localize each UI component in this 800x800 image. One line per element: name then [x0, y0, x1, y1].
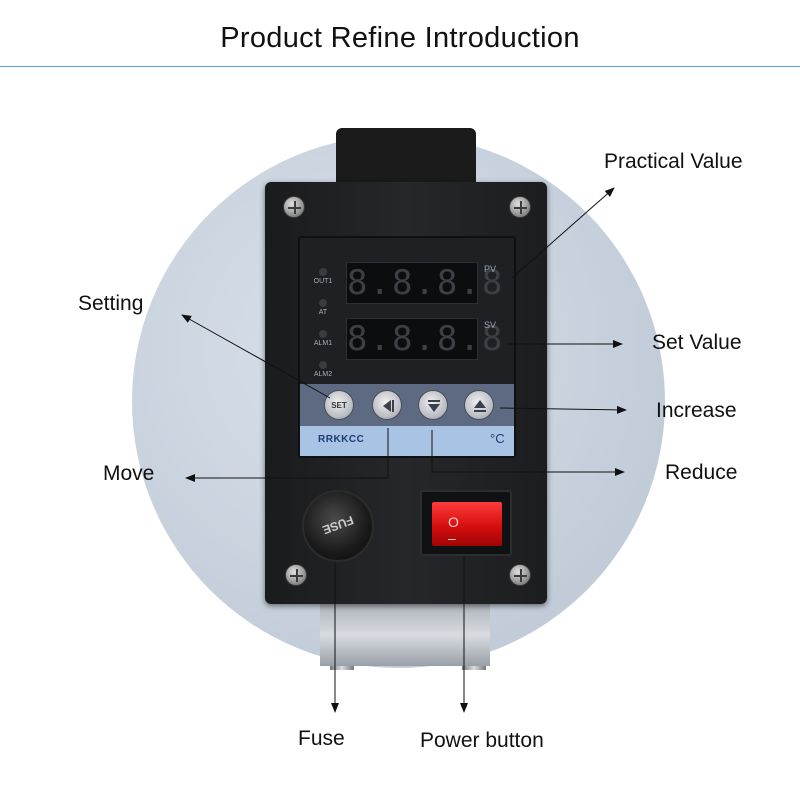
screw-top-left-icon: [283, 196, 305, 218]
screw-top-right-icon: [509, 196, 531, 218]
pv-display: 8.8.8.8: [346, 262, 505, 304]
label-set-value: Set Value: [652, 331, 742, 354]
temperature-controller: OUT1 AT ALM1 ALM2 8.8.8.8 PV 8.8.8.8 SV …: [298, 236, 516, 458]
brand-strip: RRKKCC °C: [300, 426, 514, 456]
power-switch[interactable]: O –: [420, 490, 512, 556]
indicator-led: [319, 361, 327, 369]
arrow-down-icon: [428, 400, 440, 412]
indicator-label: AT: [318, 309, 328, 316]
on-off-icon: O –: [448, 514, 473, 546]
unit-label: °C: [490, 431, 505, 446]
indicator-column: OUT1 AT ALM1 ALM2: [310, 268, 336, 392]
indicator-label: ALM2: [313, 371, 333, 378]
fuse-holder[interactable]: FUSE: [302, 490, 374, 562]
fuse-cap-text: FUSE: [320, 512, 356, 538]
label-increase: Increase: [656, 399, 737, 422]
screw-bottom-right-icon: [509, 564, 531, 586]
sv-tag: SV: [484, 320, 497, 330]
label-setting: Setting: [78, 292, 144, 315]
title-divider: [0, 66, 800, 67]
mounting-strap: [336, 128, 476, 188]
metal-stand: [320, 604, 490, 666]
pv-tag: PV: [484, 264, 497, 274]
set-button[interactable]: SET: [324, 390, 354, 420]
arrow-up-icon: [474, 400, 486, 412]
brand-label: RRKKCC: [318, 434, 365, 445]
label-reduce: Reduce: [665, 461, 738, 484]
indicator-led: [319, 268, 327, 276]
indicator-led: [319, 299, 327, 307]
rocker-switch[interactable]: O –: [432, 502, 502, 546]
key-panel: SET: [300, 384, 514, 426]
reduce-button[interactable]: [418, 390, 448, 420]
increase-button[interactable]: [464, 390, 494, 420]
indicator-label: ALM1: [313, 340, 333, 347]
sv-display: 8.8.8.8: [346, 318, 505, 360]
move-button[interactable]: [372, 390, 402, 420]
screw-bottom-left-icon: [285, 564, 307, 586]
indicator-label: OUT1: [313, 278, 333, 285]
move-left-icon: [383, 400, 394, 412]
indicator-led: [319, 330, 327, 338]
label-move: Move: [103, 462, 155, 485]
label-practical-value: Practical Value: [604, 150, 743, 173]
page-title: Product Refine Introduction: [220, 22, 580, 54]
label-power-button: Power button: [420, 729, 544, 752]
label-fuse: Fuse: [298, 727, 345, 750]
